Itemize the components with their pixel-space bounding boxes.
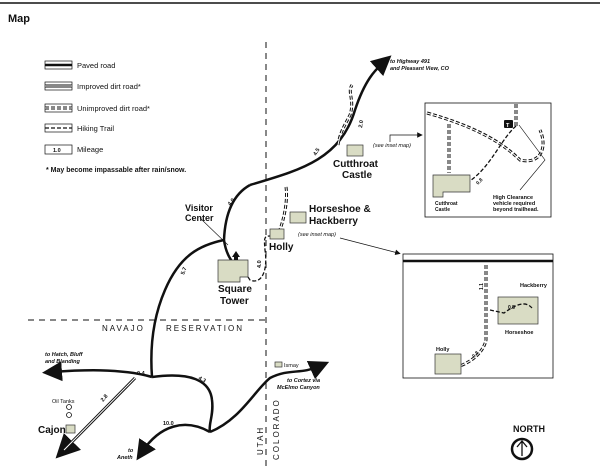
inset-holly-label: Holly bbox=[436, 347, 450, 353]
dest-aneth: to bbox=[128, 448, 134, 454]
see-inset-cutthroat: (see inset map) bbox=[373, 143, 411, 149]
inset-map-horseshoe: Hackberry Horseshoe Holly 1.1 0.5 0.8 bbox=[402, 253, 554, 379]
trailhead-icon bbox=[504, 120, 513, 128]
mileage-label: 2.8 bbox=[100, 394, 110, 404]
inset-cutthroat-label: Cutthroat bbox=[435, 201, 458, 207]
ruins bbox=[65, 144, 364, 434]
mileage-label: 4.0 bbox=[257, 260, 263, 268]
high-clearance-note: High Clearance bbox=[493, 195, 533, 201]
oil-tank-icon bbox=[66, 412, 72, 418]
legend-mileage-label: Mileage bbox=[77, 145, 103, 154]
cutthroat-label: Cutthroat bbox=[333, 159, 379, 170]
oil-tank-icon bbox=[66, 404, 72, 410]
inset-hackberry-label: Hackberry bbox=[520, 283, 548, 289]
inset-horseshoe-label: Horseshoe bbox=[505, 330, 533, 336]
inset-pointer bbox=[389, 132, 423, 142]
reservation-label: RESERVATION bbox=[166, 324, 244, 333]
cajon-label: Cajon bbox=[38, 425, 66, 436]
mileage-label: 0.8 bbox=[475, 177, 484, 186]
dest-hatch: and Blanding bbox=[45, 359, 80, 365]
horseshoe-ruin bbox=[289, 211, 307, 224]
holly-label: Holly bbox=[269, 242, 294, 253]
square-tower-label: Square bbox=[218, 284, 252, 295]
north-arrow-icon bbox=[510, 437, 534, 461]
mileage-label: 2.0 bbox=[358, 120, 365, 129]
hiking-trail-square-tower bbox=[237, 235, 271, 282]
dest-cortez: to Cortez via bbox=[287, 378, 320, 384]
legend-unimproved-label: Unimproved dirt road* bbox=[77, 104, 150, 113]
utah-label: UTAH bbox=[256, 426, 265, 455]
square-tower-label: Tower bbox=[220, 296, 249, 307]
visitor-center-label: Visitor bbox=[185, 203, 213, 213]
navajo-label: NAVAJO bbox=[102, 324, 145, 333]
mileage-label: 10.0 bbox=[163, 421, 174, 427]
mileage-label: 0.4 bbox=[137, 371, 146, 377]
cutthroat-ruin bbox=[346, 144, 364, 157]
legend: Paved road Improved dirt road* Unimprove… bbox=[44, 60, 186, 174]
dest-hatch: to Hatch, Bluff bbox=[45, 352, 84, 358]
hackberry-label: Hackberry bbox=[309, 216, 358, 227]
legend-mileage-sample: 1.0 bbox=[53, 148, 61, 154]
mileage-label: 4.3 bbox=[197, 376, 207, 385]
mileage-label: 5.7 bbox=[180, 266, 188, 275]
visitor-center-icon bbox=[232, 251, 240, 260]
inset-pointer bbox=[339, 237, 401, 256]
high-clearance-note: vehicle required bbox=[493, 201, 535, 207]
colorado-label: COLORADO bbox=[272, 398, 281, 460]
legend-paved-label: Paved road bbox=[77, 61, 115, 70]
ismay-ruin bbox=[274, 361, 283, 368]
ismay-label: Ismay bbox=[284, 363, 299, 369]
mileage-label: 4.5 bbox=[313, 147, 322, 157]
see-inset-horseshoe: (see inset map) bbox=[298, 232, 336, 238]
mileage-label: 0.8 bbox=[471, 350, 480, 359]
paved-roads bbox=[42, 55, 392, 461]
visitor-center-label: Center bbox=[185, 213, 214, 223]
cajon-ruin bbox=[65, 424, 76, 434]
legend-note: * May become impassable after rain/snow. bbox=[46, 167, 186, 174]
map-title: Map bbox=[8, 13, 30, 25]
visitor-center-leader bbox=[199, 217, 229, 246]
holly-ruin bbox=[269, 228, 285, 240]
north-label: NORTH bbox=[513, 424, 545, 434]
mileage-label: 1.1 bbox=[479, 283, 485, 290]
mileage-label: 0.5 bbox=[508, 305, 515, 311]
high-clearance-note: beyond trailhead. bbox=[493, 207, 539, 213]
legend-trail-label: Hiking Trail bbox=[77, 124, 114, 133]
dest-hwy491: to Highway 491 bbox=[390, 59, 430, 65]
square-tower-ruin bbox=[217, 259, 249, 283]
dest-cortez: McElmo Canyon bbox=[277, 385, 320, 391]
inset-cutthroat-label: Castle bbox=[435, 207, 450, 213]
dest-aneth: Aneth bbox=[116, 455, 133, 461]
cutthroat-label: Castle bbox=[342, 170, 372, 181]
inset-map-cutthroat: T 0.8 Cutthroat Castle High Clearance ve… bbox=[424, 102, 552, 218]
legend-improved-label: Improved dirt road* bbox=[77, 82, 141, 91]
dest-hwy491: and Pleasant View, CO bbox=[390, 66, 450, 72]
horseshoe-label: Horseshoe & bbox=[309, 204, 371, 215]
oil-tanks-label: Oil Tanks bbox=[52, 399, 75, 405]
mileage-label: 4.0 bbox=[227, 198, 237, 208]
trailhead-label: T bbox=[506, 123, 510, 129]
